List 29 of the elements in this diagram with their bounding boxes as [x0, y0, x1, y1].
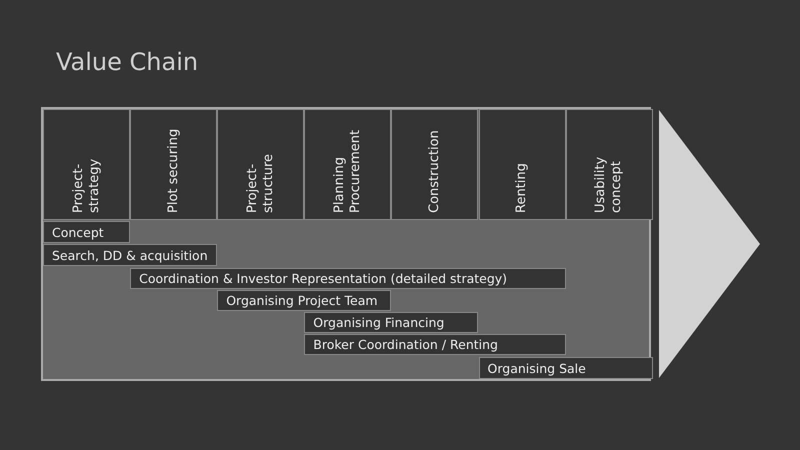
activity-label: Concept — [52, 224, 104, 240]
stage-header — [566, 109, 653, 220]
diagram-title: Value Chain — [56, 48, 198, 76]
activity-bar — [304, 334, 566, 355]
activity-bar — [304, 312, 478, 333]
activity-bar — [43, 221, 130, 243]
activity-label: Organising Sale — [488, 360, 586, 376]
activity-bar — [43, 244, 218, 266]
activity-label: Coordination & Investor Representation (detailed strategy) — [139, 271, 508, 286]
stage-label: Planning Procurement — [332, 128, 364, 212]
stage-header — [391, 109, 478, 220]
activity-label: Search, DD & acquisition — [52, 248, 208, 262]
stage-header — [304, 109, 392, 220]
stage-label: Construction — [427, 130, 443, 212]
stage-label: Project- strategy — [70, 157, 102, 212]
activity-label: Broker Coordination / Renting — [313, 337, 498, 352]
activity-label: Organising Project Team — [226, 293, 378, 308]
stage-label: Project- structure — [245, 152, 276, 212]
stage-header — [43, 109, 130, 220]
stage-label: Usability concept — [594, 155, 625, 212]
activity-bar — [130, 268, 566, 289]
stage-header — [217, 109, 304, 220]
activity-bar — [478, 357, 653, 379]
activity-label: Organising Financing — [313, 315, 444, 330]
activity-bar — [217, 290, 392, 311]
stage-header — [130, 109, 218, 220]
stage-label: Plot securing — [166, 128, 182, 212]
stage-header — [478, 109, 566, 220]
stage-label: Renting — [514, 162, 530, 212]
